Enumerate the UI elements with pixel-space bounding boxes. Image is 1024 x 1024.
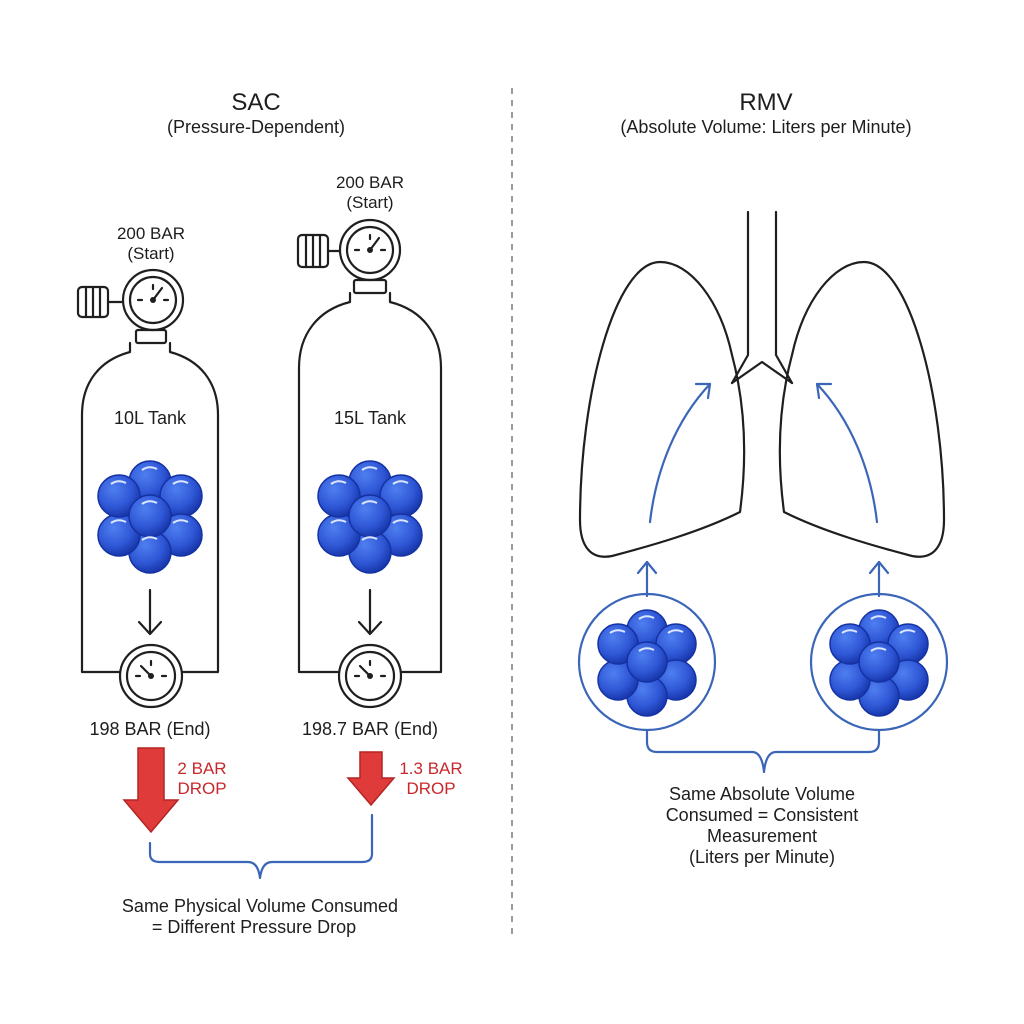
lungs-icon	[578, 210, 946, 558]
red-drop-arrow-icon	[122, 747, 180, 834]
tank-15l-label: 15L Tank	[334, 408, 407, 428]
up-arrow-icon	[636, 560, 658, 598]
tank-neck	[352, 278, 388, 295]
tank-15l: 200 BAR (Start) 15L Tank	[296, 173, 463, 807]
sac-title: SAC	[231, 89, 280, 116]
rmv-title: RMV	[739, 89, 792, 116]
pressure-gauge-icon	[337, 643, 403, 709]
tank-15l-end-pressure: 198.7 BAR (End)	[302, 719, 438, 739]
pressure-gauge-icon	[338, 218, 402, 282]
rmv-caption-line2: Consumed = Consistent	[666, 805, 859, 825]
valve-knob-icon	[296, 233, 342, 269]
sac-caption-line1: Same Physical Volume Consumed	[122, 896, 398, 916]
tank-neck	[134, 328, 168, 345]
tank-10l: 200 BAR (Start)	[76, 224, 227, 834]
tank-10l-start-label: (Start)	[127, 244, 174, 263]
tank-10l-drop-value: 2 BAR	[177, 759, 226, 778]
tank-10l-label: 10L Tank	[114, 408, 187, 428]
rmv-caption-line3: Measurement	[707, 826, 817, 846]
tank-15l-body	[297, 291, 443, 674]
tank-15l-drop-value: 1.3 BAR	[399, 759, 462, 778]
red-drop-arrow-icon	[346, 751, 396, 807]
sac-subtitle: (Pressure-Dependent)	[167, 117, 345, 137]
tank-15l-start-pressure: 200 BAR	[336, 173, 404, 192]
up-arrow-icon	[868, 560, 890, 598]
tank-15l-start-label: (Start)	[346, 193, 393, 212]
tank-10l-start-pressure: 200 BAR	[117, 224, 185, 243]
down-arrow-icon	[137, 588, 163, 636]
pressure-gauge-icon	[118, 643, 184, 709]
gas-molecules-icon	[317, 460, 423, 574]
down-arrow-icon	[357, 588, 383, 636]
sac-caption-line2: = Different Pressure Drop	[152, 917, 356, 937]
rmv-section: RMV (Absolute Volume: Liters per Minute)	[577, 89, 949, 867]
tank-15l-drop-label: DROP	[406, 779, 455, 798]
gas-molecules-icon	[577, 592, 717, 732]
tank-10l-body	[80, 341, 220, 674]
valve-knob-icon	[76, 285, 125, 319]
tank-10l-end-pressure: 198 BAR (End)	[89, 719, 210, 739]
rmv-caption-line1: Same Absolute Volume	[669, 784, 855, 804]
tank-10l-drop-label: DROP	[177, 779, 226, 798]
rmv-comparison-brace	[645, 728, 881, 774]
rmv-caption-line4: (Liters per Minute)	[689, 847, 835, 867]
pressure-gauge-icon	[121, 268, 185, 332]
gas-molecules-icon	[97, 460, 203, 574]
rmv-subtitle: (Absolute Volume: Liters per Minute)	[620, 117, 911, 137]
sac-comparison-brace	[148, 813, 374, 880]
gas-molecules-icon	[809, 592, 949, 732]
sac-section: SAC (Pressure-Dependent) 200 BAR (Start)	[76, 89, 463, 937]
